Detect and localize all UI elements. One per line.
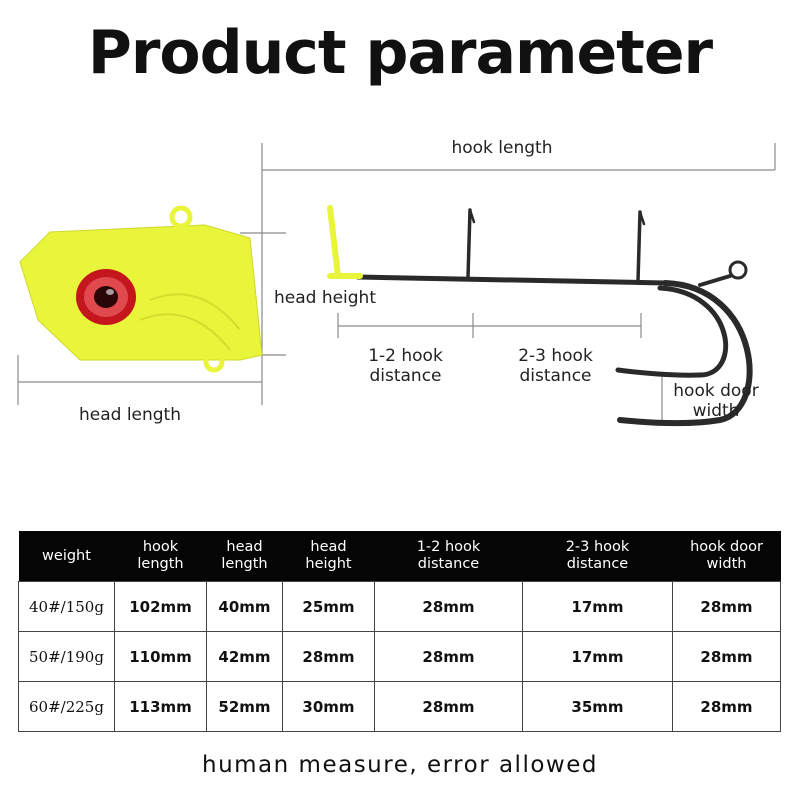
cell-weight: 40#/150g [18, 581, 115, 632]
hook [327, 208, 753, 427]
hook23-line1: 2-3 hook [518, 346, 593, 366]
head-length-label: head length [78, 405, 182, 425]
cell-12-distance: 28mm [374, 681, 523, 732]
door-line1: hook door [673, 381, 759, 401]
cell-23-distance: 35mm [522, 681, 673, 732]
dimension-lines [17, 143, 776, 420]
cell-head-height: 25mm [282, 581, 375, 632]
cell-hook-length: 113mm [114, 681, 207, 732]
cell-23-distance: 17mm [522, 581, 673, 632]
table-row: 40#/150g 102mm 40mm 25mm 28mm 17mm 28mm [18, 581, 781, 632]
table-row: 50#/190g 110mm 42mm 28mm 28mm 17mm 28mm [18, 631, 781, 682]
cell-hook-length: 102mm [114, 581, 207, 632]
cell-weight: 50#/190g [18, 631, 115, 682]
cell-23-distance: 17mm [522, 631, 673, 682]
footer-note: human measure, error allowed [202, 752, 598, 778]
header-weight: weight [18, 531, 115, 582]
hook-door-width-label: hook door width [664, 381, 768, 421]
hook23-distance-label: 2-3 hook distance [498, 346, 613, 386]
cell-head-length: 40mm [206, 581, 283, 632]
cell-head-length: 52mm [206, 681, 283, 732]
cell-door-width: 28mm [672, 681, 781, 732]
cell-head-height: 30mm [282, 681, 375, 732]
head-height-label: head height [265, 288, 385, 308]
product-diagram: hook length head height head length 1-2 … [17, 138, 776, 427]
lure-head [19, 205, 363, 373]
hook12-distance-label: 1-2 hook distance [348, 346, 463, 386]
cell-12-distance: 28mm [374, 631, 523, 682]
door-line2: width [692, 401, 740, 421]
hook23-line2: distance [519, 366, 592, 386]
cell-hook-length: 110mm [114, 631, 207, 682]
lure-illustration [17, 143, 776, 427]
hook12-line1: 1-2 hook [368, 346, 443, 366]
page-title: Product parameter [87, 18, 713, 88]
cell-12-distance: 28mm [374, 581, 523, 632]
cell-head-height: 28mm [282, 631, 375, 682]
hook12-line2: distance [369, 366, 442, 386]
cell-weight: 60#/225g [18, 681, 115, 732]
cell-door-width: 28mm [672, 581, 781, 632]
cell-door-width: 28mm [672, 631, 781, 682]
cell-head-length: 42mm [206, 631, 283, 682]
hook-length-label: hook length [451, 138, 553, 158]
table-row: 60#/225g 113mm 52mm 30mm 28mm 35mm 28mm [18, 681, 781, 732]
